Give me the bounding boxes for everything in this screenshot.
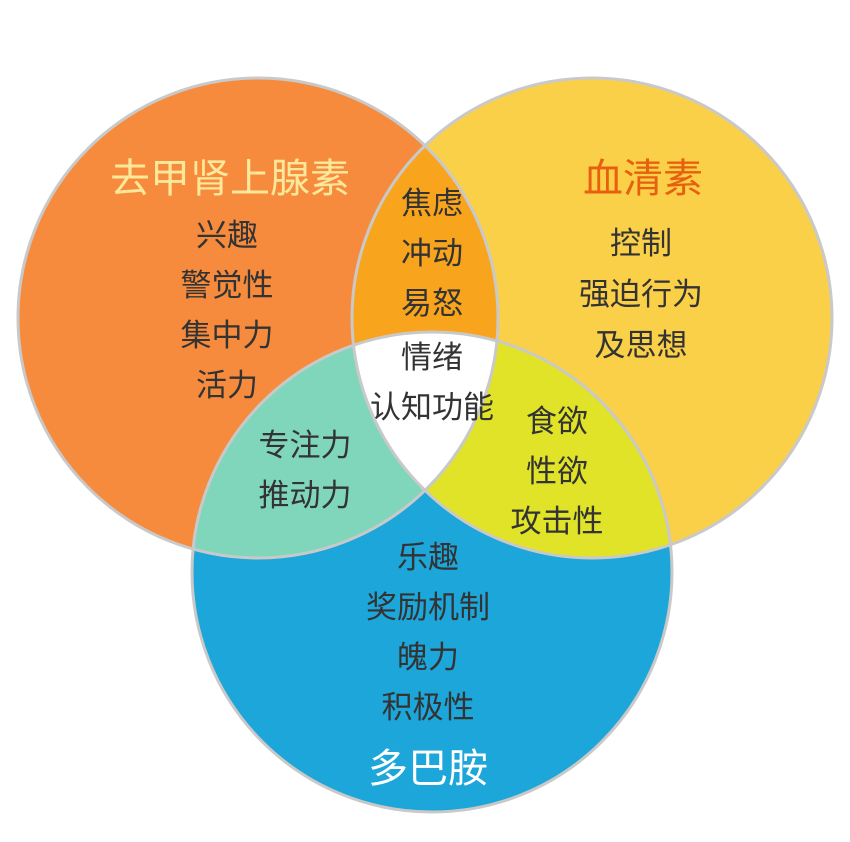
overlap-serotonin-dopamine-item: 食欲 xyxy=(526,404,588,440)
dopamine-outline xyxy=(190,330,674,814)
serotonin-item: 强迫行为 xyxy=(579,277,703,313)
norepinephrine-item: 警觉性 xyxy=(181,268,274,304)
overlap-serotonin-dopamine-item: 性欲 xyxy=(526,454,588,490)
norepinephrine-item: 集中力 xyxy=(181,318,274,354)
center-item: 认知功能 xyxy=(370,390,494,426)
overlap-ne-dopamine-item: 专注力 xyxy=(259,428,352,464)
overlap-ne-serotonin-item: 易怒 xyxy=(401,286,463,322)
overlap-ne-serotonin-item: 焦虑 xyxy=(401,186,463,222)
norepinephrine-item: 活力 xyxy=(196,368,258,404)
overlap-serotonin-dopamine xyxy=(352,332,672,558)
overlap-serotonin-dopamine-item: 攻击性 xyxy=(511,504,604,540)
dopamine-item: 奖励机制 xyxy=(366,590,490,626)
overlap-ne-dopamine xyxy=(192,332,498,558)
dopamine-item: 积极性 xyxy=(382,690,475,726)
norepinephrine-title: 去甲肾上腺素 xyxy=(110,156,350,202)
dopamine-item: 魄力 xyxy=(397,640,459,676)
serotonin-outline xyxy=(350,76,834,560)
overlap-ne-dopamine-item: 推动力 xyxy=(259,478,352,514)
overlap-ne-serotonin-item: 冲动 xyxy=(401,236,463,272)
dopamine-title: 多巴胺 xyxy=(368,746,488,792)
center-item: 情绪 xyxy=(401,340,463,376)
serotonin-item: 及思想 xyxy=(595,328,688,364)
serotonin-title: 血清素 xyxy=(583,156,703,202)
norepinephrine-item: 兴趣 xyxy=(196,218,258,254)
dopamine-item: 乐趣 xyxy=(397,540,459,576)
serotonin-item: 控制 xyxy=(610,226,672,262)
norepinephrine-outline xyxy=(16,76,500,560)
